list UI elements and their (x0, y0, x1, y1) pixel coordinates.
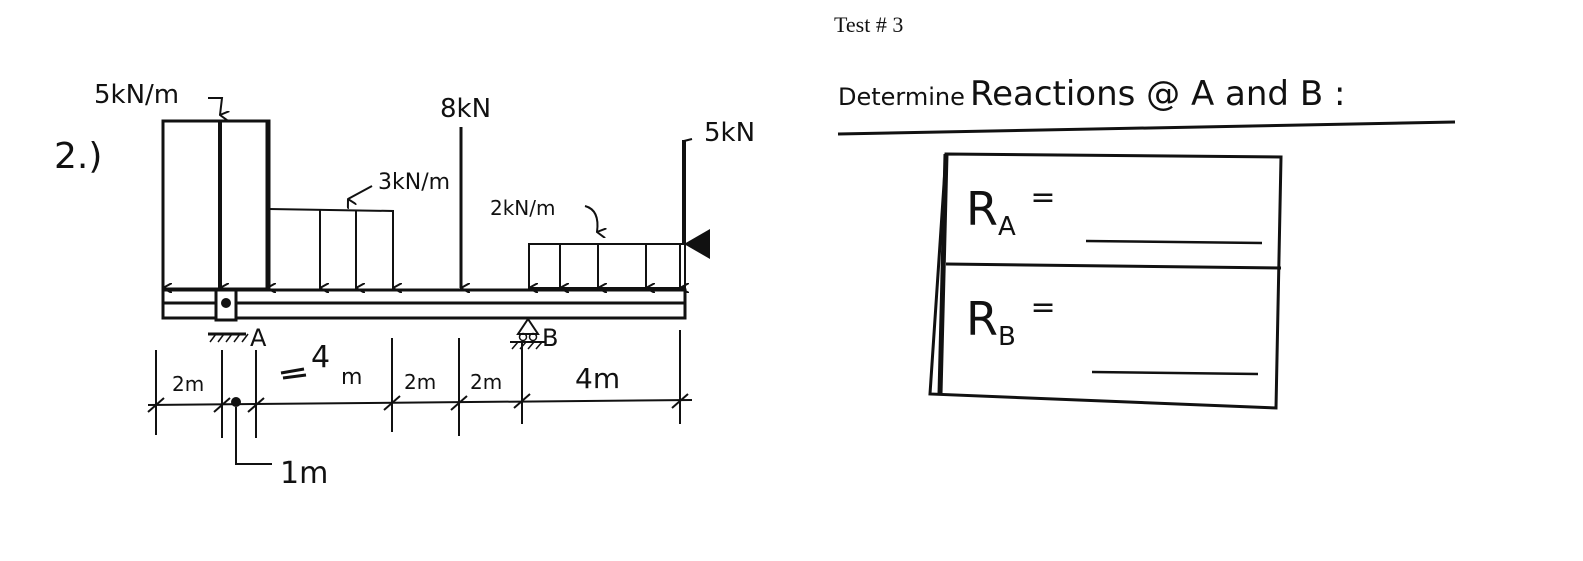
rb-equals: = (1030, 290, 1056, 325)
point-load-5kn-tick (683, 138, 693, 142)
support-a-label: A (250, 324, 267, 352)
dim-seg-3: 2m (404, 370, 437, 394)
problem-number: 2.) (54, 136, 103, 177)
beam (161, 288, 687, 320)
ra-label: RA = (966, 180, 1056, 242)
instruction-prefix: Determine (838, 83, 965, 111)
dim-seg-5: 4m (575, 362, 621, 395)
udl-2kn-per-m (528, 205, 685, 288)
ra-subscript: A (997, 212, 1016, 243)
udl-2-label: 3kN/m (378, 170, 451, 195)
rb-subscript: B (997, 322, 1016, 353)
udl-3kn-per-m (268, 185, 393, 288)
support-b-roller (510, 317, 546, 350)
dim-seg-4: 2m (470, 370, 503, 394)
point-load-1-label: 8kN (440, 94, 492, 124)
rb-label: RB = (966, 290, 1056, 352)
support-a-pin (208, 288, 249, 343)
udl-3-label: 2kN/m (490, 196, 556, 220)
test-label: Test # 3 (834, 12, 904, 37)
dim-seg-2-unit: m (341, 365, 363, 390)
ra-answer-blank[interactable] (1085, 239, 1263, 245)
support-b-label: B (542, 324, 559, 352)
dimension-line (147, 330, 693, 465)
dim-seg-2: 4 (311, 340, 331, 375)
rb-answer-blank[interactable] (1091, 370, 1259, 376)
udl-1-label: 5kN/m (94, 80, 180, 110)
instruction-underline (837, 120, 1456, 136)
point-load-2-label: 5kN (704, 118, 756, 148)
answer-box (928, 152, 1283, 410)
instruction-main: Reactions @ A and B : (969, 74, 1346, 114)
ra-equals: = (1030, 180, 1056, 215)
dim-seg-1: 2m (172, 372, 205, 396)
ra-symbol: R (966, 182, 998, 236)
udl-5kn-per-m (161, 97, 269, 289)
rb-symbol: R (966, 292, 998, 346)
instruction-heading: Determine Reactions @ A and B : (838, 74, 1345, 114)
dim-pin-offset: 1m (280, 456, 329, 491)
